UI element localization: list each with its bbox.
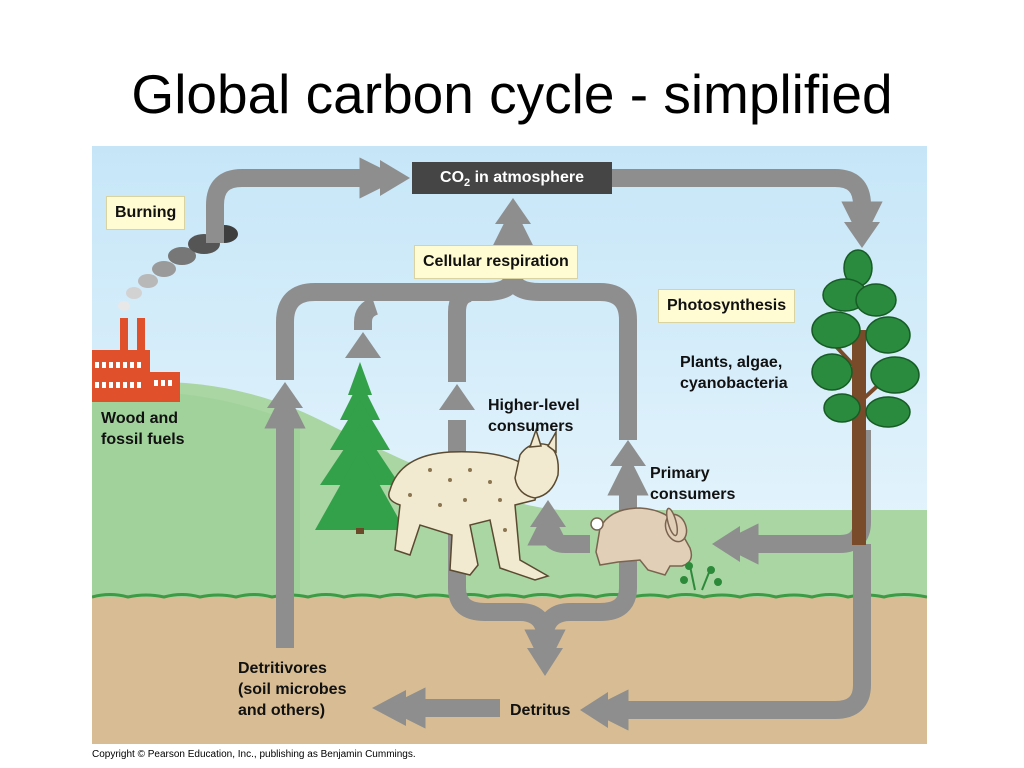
plants-label-line1: Plants, algae, [680,354,783,371]
primary-label-line1: Primary [650,465,710,482]
hill-far [92,391,300,600]
big-tree-icon [811,249,920,545]
wood-label-line2: fossil fuels [101,431,185,448]
detritus-label: Detritus [510,702,571,719]
primary-label-line2: consumers [650,486,736,503]
rabbit-icon [590,507,693,576]
small-conifer-icon [315,362,405,534]
co2-subscript: 2 [464,177,471,190]
higher-label-line2: consumers [488,418,574,435]
co2-label: CO [440,169,465,186]
ground [92,597,927,744]
copyright-notice: Copyright © Pearson Education, Inc., pub… [92,749,416,760]
detritivores-label-line1: Detritivores [238,660,327,677]
detritivores-label-line2: (soil microbes [238,681,347,698]
wood-label-line1: Wood and [101,410,179,427]
arrow-co2-to-plants [612,169,883,243]
arrow-higher-branch [448,284,473,382]
burning-label: Burning [106,196,186,230]
plants-label-line2: cyanobacteria [680,375,788,392]
detritivores-label: Detritivores (soil microbes and others) [238,658,346,721]
photosynthesis-label: Photosynthesis [658,289,796,323]
grass-line [92,593,927,599]
arrow-primary-to-higher [527,504,590,553]
higher-level-consumers-label: Higher-level consumers [488,395,580,437]
slide-title: Global carbon cycle - simplified [131,63,893,125]
lynx-spots [408,468,507,532]
primary-consumers-label: Primary consumers [650,463,735,505]
arrow-plants-to-detritus [587,544,871,731]
small-plant-icon [680,562,722,591]
wood-fossil-fuels-label: Wood and fossil fuels [101,408,185,450]
arrow-respiration-right [504,275,637,440]
carbon-cycle-diagram [92,146,927,744]
lynx-icon [388,427,560,581]
co2-rest-label: in atmosphere [470,169,584,186]
arrow-tree-branch [354,297,379,331]
arrowheads [267,160,880,728]
plants-label: Plants, algae, cyanobacteria [680,352,788,394]
factory-icon [92,318,180,402]
cellular-respiration-label: Cellular respiration [414,245,578,279]
arrow-burning-to-co2 [206,157,401,243]
co2-atmosphere-box: CO2 in atmosphere [412,162,612,194]
detritivores-label-line3: and others) [238,702,326,719]
higher-label-line1: Higher-level [488,397,580,414]
